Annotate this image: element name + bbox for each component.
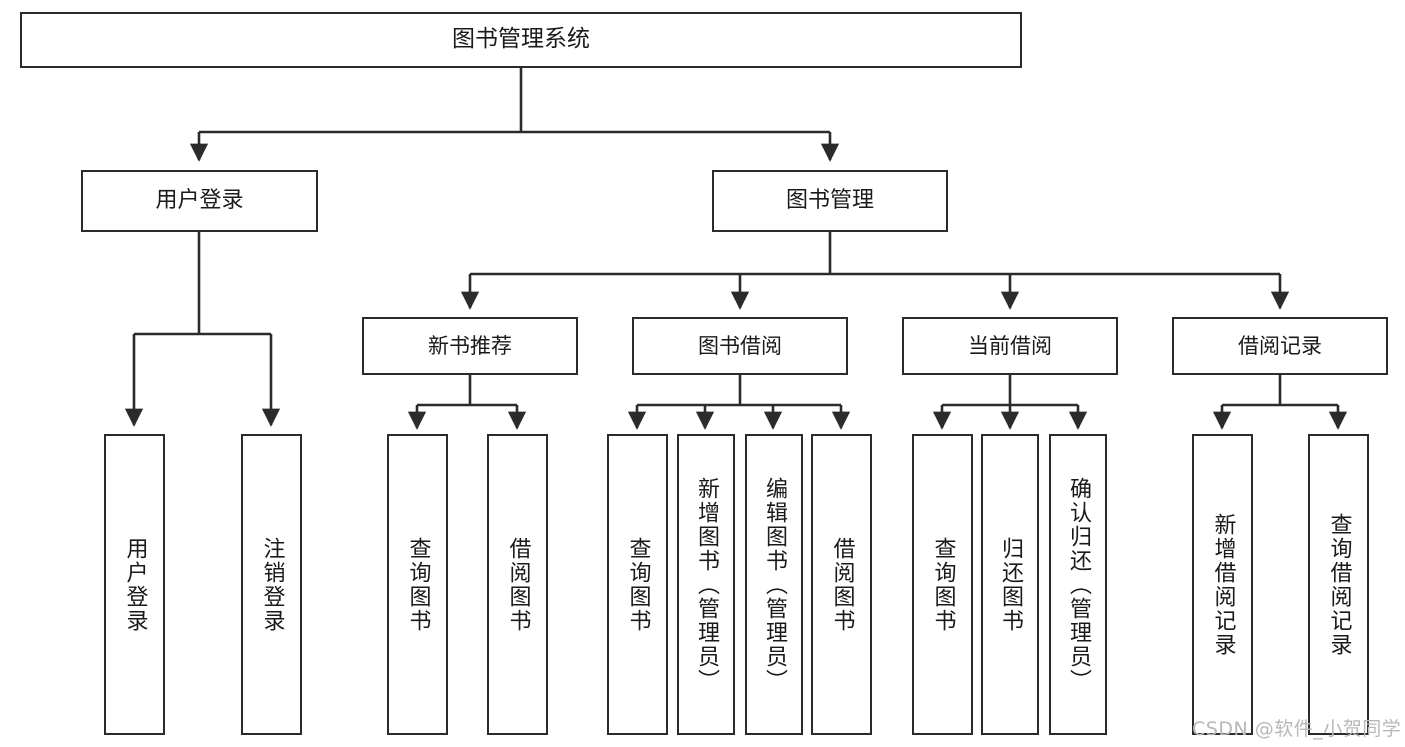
node-leaf-borrow-book-1[interactable]: 借阅图书: [487, 434, 548, 735]
node-leaf-confirm-return[interactable]: 确认归还（管理员）: [1049, 434, 1107, 735]
csdn-watermark: CSDN @软件_小贺同学: [1192, 718, 1402, 740]
node-label: 当前借阅: [968, 333, 1052, 358]
node-label: 确认归还（管理员）: [1066, 476, 1091, 693]
node-label: 归还图书: [998, 536, 1023, 633]
node-label: 借阅记录: [1238, 333, 1322, 358]
node-user-login[interactable]: 用户登录: [81, 170, 318, 232]
node-label: 注销登录: [259, 536, 285, 633]
node-leaf-query-book-2[interactable]: 查询图书: [607, 434, 668, 735]
node-current-borrow[interactable]: 当前借阅: [902, 317, 1118, 375]
node-leaf-add-record[interactable]: 新增借阅记录: [1192, 434, 1253, 735]
node-label: 用户登录: [122, 536, 148, 633]
node-label: 图书借阅: [698, 333, 782, 358]
node-leaf-borrow-book-2[interactable]: 借阅图书: [811, 434, 872, 735]
node-leaf-query-book-1[interactable]: 查询图书: [387, 434, 448, 735]
node-book-management[interactable]: 图书管理: [712, 170, 948, 232]
node-leaf-logout-login[interactable]: 注销登录: [241, 434, 302, 735]
node-borrow-record[interactable]: 借阅记录: [1172, 317, 1388, 375]
node-book-borrow[interactable]: 图书借阅: [632, 317, 848, 375]
node-label: 借阅图书: [505, 536, 531, 633]
node-leaf-add-book[interactable]: 新增图书（管理员）: [677, 434, 735, 735]
node-label: 图书管理系统: [452, 26, 590, 53]
node-new-book-recommend[interactable]: 新书推荐: [362, 317, 578, 375]
node-label: 新增借阅记录: [1210, 512, 1236, 657]
node-label: 借阅图书: [829, 536, 855, 633]
node-label: 用户登录: [155, 188, 244, 214]
node-leaf-edit-book[interactable]: 编辑图书（管理员）: [745, 434, 803, 735]
node-label: 查询借阅记录: [1326, 512, 1352, 657]
node-label: 新书推荐: [428, 333, 512, 358]
node-leaf-query-book-3[interactable]: 查询图书: [912, 434, 973, 735]
node-label: 查询图书: [625, 536, 651, 633]
node-label: 编辑图书（管理员）: [762, 476, 787, 693]
node-label: 查询图书: [930, 536, 956, 633]
node-root-book-management-system[interactable]: 图书管理系统: [20, 12, 1022, 68]
node-leaf-user-login[interactable]: 用户登录: [104, 434, 165, 735]
node-label: 新增图书（管理员）: [694, 476, 719, 693]
node-label: 查询图书: [405, 536, 431, 633]
node-leaf-query-record[interactable]: 查询借阅记录: [1308, 434, 1369, 735]
node-leaf-return-book[interactable]: 归还图书: [981, 434, 1039, 735]
node-label: 图书管理: [785, 188, 874, 214]
